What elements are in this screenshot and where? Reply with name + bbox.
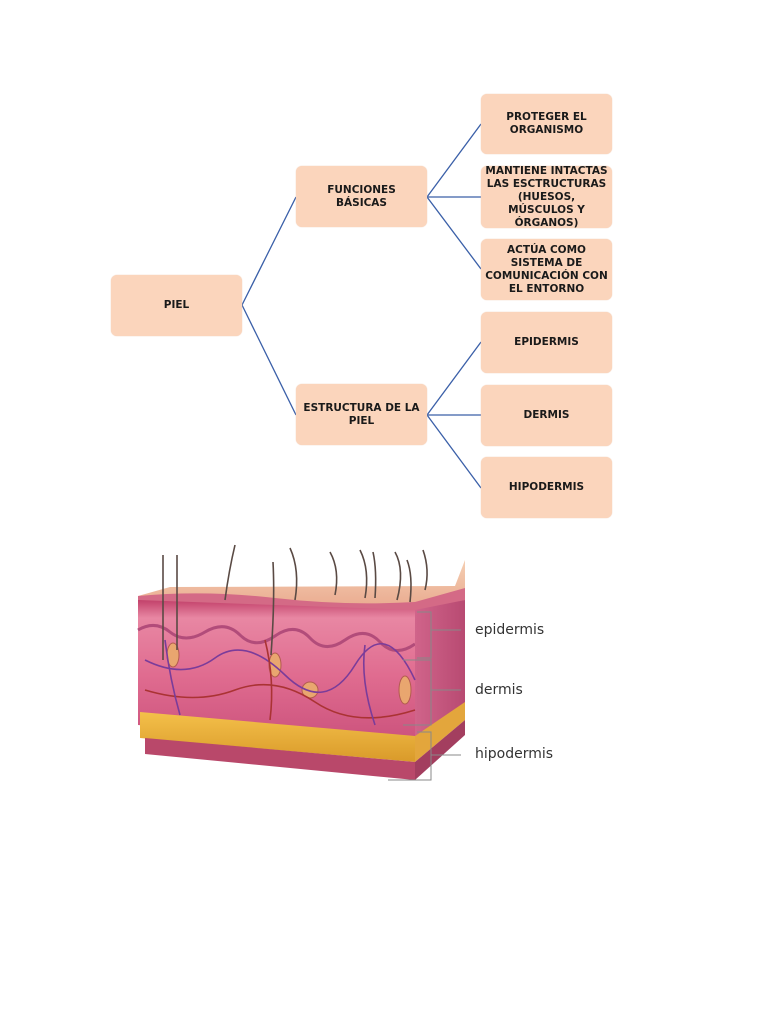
label-hipodermis: hipodermis [475, 746, 553, 762]
connector-funciones-actua [427, 197, 481, 269]
branch-estructura-piel: ESTRUCTURA DE LA PIEL [296, 384, 427, 445]
connector-funciones-proteger [427, 124, 481, 197]
leaf-proteger-organismo: PROTEGER EL ORGANISMO [481, 94, 612, 154]
label-epidermis: epidermis [475, 622, 544, 638]
connector-lines [0, 0, 768, 540]
leaf-epidermis: EPIDERMIS [481, 312, 612, 373]
connector-estructura-hipodermis [427, 415, 481, 488]
leaf-mantiene-estructuras: MANTIENE INTACTAS LAS ESCTRUCTURAS (HUES… [481, 166, 612, 228]
leaf-hipodermis: HIPODERMIS [481, 457, 612, 518]
connector-root-funciones [242, 197, 296, 305]
leaf-dermis: DERMIS [481, 385, 612, 446]
leaf-sistema-comunicacion: ACTÚA COMO SISTEMA DE COMUNICACIÓN CON E… [481, 239, 612, 300]
label-dermis: dermis [475, 682, 523, 698]
branch-funciones-basicas: FUNCIONES BÁSICAS [296, 166, 427, 227]
root-node: PIEL [111, 275, 242, 336]
connector-estructura-epidermis [427, 342, 481, 415]
connector-root-estructura [242, 305, 296, 415]
